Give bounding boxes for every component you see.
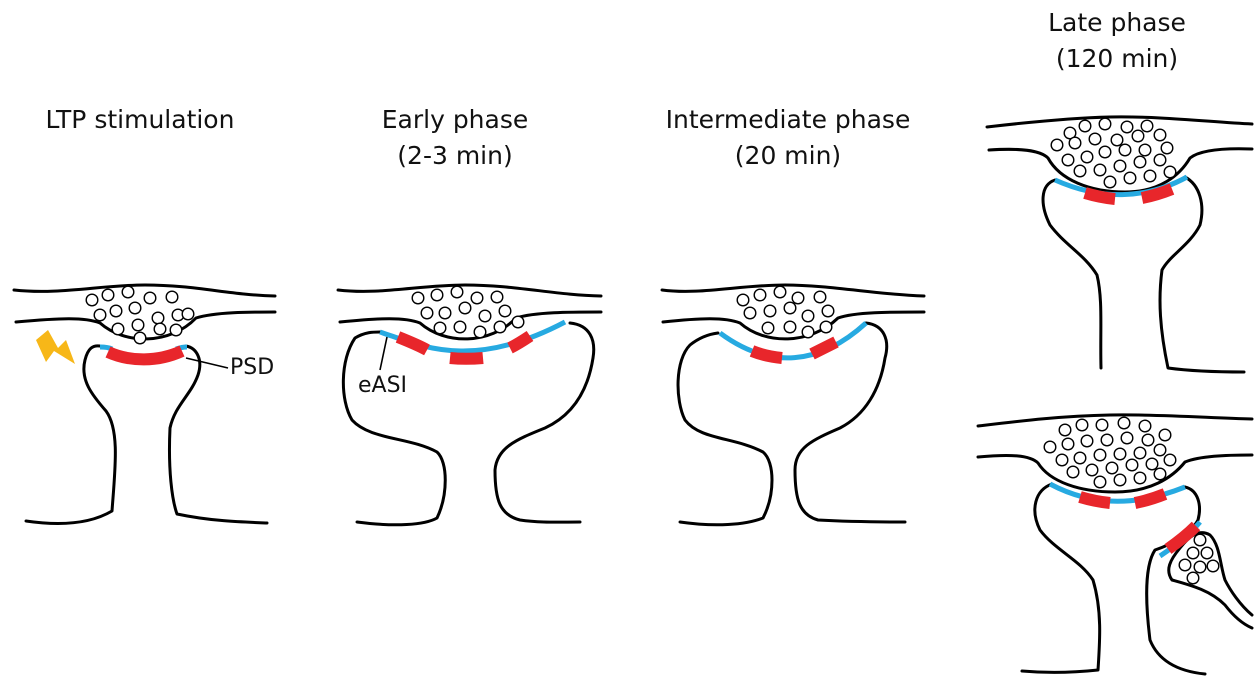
title-intermediate-line1: Intermediate phase xyxy=(666,105,911,134)
panel-late-synapse-bottom xyxy=(978,415,1252,674)
synaptic-vesicles xyxy=(86,286,194,344)
presynaptic-terminal xyxy=(987,117,1252,192)
new-spine xyxy=(1169,533,1252,628)
psd-segment xyxy=(752,351,782,358)
easi-label: eASI xyxy=(358,373,407,398)
lightning-bolt-icon xyxy=(36,330,75,364)
psd-pointer xyxy=(186,358,228,368)
psd-segment xyxy=(1168,526,1196,549)
dendritic-spine xyxy=(678,323,905,525)
psd-label: PSD xyxy=(230,355,274,380)
title-intermediate-line2: (20 min) xyxy=(735,141,841,170)
psd-segment xyxy=(1085,193,1115,199)
psd-segment xyxy=(1080,497,1110,503)
panel-late-synapse-top xyxy=(987,117,1252,372)
synaptic-vesicles xyxy=(1044,417,1176,488)
presynaptic-terminal xyxy=(14,285,275,344)
psd-segment xyxy=(398,337,427,350)
dendritic-spine xyxy=(1022,484,1205,674)
title-early-line1: Early phase xyxy=(382,105,529,134)
presynaptic-terminal xyxy=(662,285,924,339)
title-late-line1: Late phase xyxy=(1048,8,1186,37)
panel-early-synapse: eASI xyxy=(338,285,601,525)
psd-segment xyxy=(450,358,483,359)
psd-segment xyxy=(510,336,530,348)
presynaptic-terminal xyxy=(978,415,1252,492)
title-late-line2: (120 min) xyxy=(1056,44,1178,73)
title-stimulation-line1: LTP stimulation xyxy=(46,105,235,134)
psd-segment xyxy=(1135,494,1165,503)
dendritic-spine xyxy=(1043,177,1244,372)
easi-pointer xyxy=(380,337,387,370)
psd-segment xyxy=(812,342,836,354)
psd-segment xyxy=(108,351,182,359)
title-early-line2: (2-3 min) xyxy=(397,141,512,170)
panel-intermediate-synapse xyxy=(662,285,924,525)
synaptic-vesicles xyxy=(1051,118,1176,188)
panel-stimulation-synapse: PSD xyxy=(14,285,275,524)
